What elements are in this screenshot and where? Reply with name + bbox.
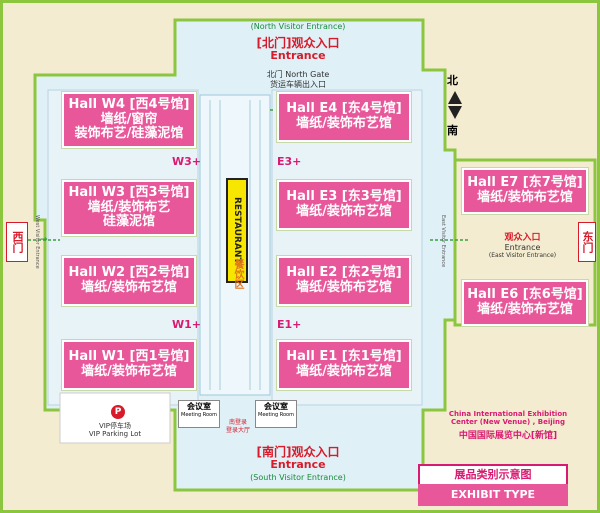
east-entrance-block: 观众入口 Entrance (East Visitor Entrance) <box>475 230 570 259</box>
north-gate-english: (North Visitor Entrance) <box>250 22 346 31</box>
west-gate[interactable]: 西门 <box>6 222 28 262</box>
meeting-room-west-en: Meeting Room <box>181 412 217 418</box>
meeting-room-east-en: Meeting Room <box>258 412 294 418</box>
restaurant-label: RESTAURANT <box>232 197 242 264</box>
parking-label-en: VIP Parking Lot <box>88 430 142 438</box>
east-entrance-label: Entrance <box>504 243 541 252</box>
venue-en-2: Center (New Venue) , Beijing <box>450 418 566 426</box>
hall-w1-type-1: 墙纸/装饰布艺馆 <box>81 364 177 379</box>
hall-e1-name: Hall E1 [东1号馆] <box>286 349 402 365</box>
south-hall-en: 登录大厅 <box>225 427 250 434</box>
legend-title-en: EXHIBIT TYPE <box>418 484 568 506</box>
south-gate-entrance: Entrance <box>270 458 326 471</box>
hall-w2-type-1: 墙纸/装饰布艺馆 <box>81 280 177 295</box>
south-gate-chinese: [南门]观众入口 <box>256 445 340 459</box>
hall-w4-type-2: 装饰布艺/硅藻泥馆 <box>74 126 184 142</box>
hall-e3-type-1: 墙纸/装饰布艺馆 <box>296 204 392 219</box>
east-entrance-cn: 观众入口 <box>504 233 541 243</box>
east-entrance-en: (East Visitor Entrance) <box>488 252 557 259</box>
hall-w1[interactable]: Hall W1 [西1号馆] 墙纸/装饰布艺馆 <box>62 340 196 390</box>
hall-e4[interactable]: Hall E4 [东4号馆] 墙纸/装饰布艺馆 <box>277 92 411 142</box>
hall-e4-type-1: 墙纸/装饰布艺馆 <box>296 116 392 131</box>
hall-w3-name: Hall W3 [西3号馆] <box>68 184 190 200</box>
hall-w2-name: Hall W2 [西2号馆] <box>68 265 190 281</box>
hall-e2-type-1: 墙纸/装饰布艺馆 <box>296 280 392 295</box>
meeting-room-east[interactable]: 会议室 Meeting Room <box>255 400 297 428</box>
legend-title-cn: 展品类别示意图 <box>418 464 568 484</box>
hall-w1-plus[interactable]: W1+ <box>172 318 202 331</box>
hall-w4-type-1: 墙纸/窗帘 <box>100 111 158 127</box>
meeting-room-east-cn: 会议室 <box>264 402 288 411</box>
hall-e7-name: Hall E7 [东7号馆] <box>467 175 583 191</box>
hall-e6-name: Hall E6 [东6号馆] <box>467 287 583 303</box>
venue-cn: 中国国际展览中心[新馆] <box>458 431 558 441</box>
hall-e1[interactable]: Hall E1 [东1号馆] 墙纸/装饰布艺馆 <box>277 340 411 390</box>
venue-en-1: China International Exhibition <box>448 410 568 418</box>
hall-w3-type-1: 墙纸/装饰布艺 <box>87 199 171 215</box>
hall-w4-name: Hall W4 [西4号馆] <box>68 96 190 112</box>
hall-w4[interactable]: Hall W4 [西4号馆] 墙纸/窗帘 装饰布艺/硅藻泥馆 <box>62 92 196 148</box>
hall-w2[interactable]: Hall W2 [西2号馆] 墙纸/装饰布艺馆 <box>62 256 196 306</box>
hall-e3-plus[interactable]: E3+ <box>277 155 302 168</box>
north-freight-label-2: 货运车辆出入口 <box>270 80 326 89</box>
hall-e6[interactable]: Hall E6 [东6号馆] 墙纸/装饰布艺馆 <box>462 280 588 326</box>
restaurant-cn: 餐饮区 <box>232 259 243 289</box>
parking-icon: P <box>111 405 125 419</box>
south-hall-cn: 南登录 <box>228 419 247 426</box>
hall-e3-name: Hall E3 [东3号馆] <box>286 189 402 205</box>
south-gate-english: (South Visitor Entrance) <box>250 473 346 482</box>
hall-e4-name: Hall E4 [东4号馆] <box>286 101 402 117</box>
compass-north: 北 <box>447 74 458 87</box>
meeting-room-west-cn: 会议室 <box>187 402 211 411</box>
hall-w3[interactable]: Hall W3 [西3号馆] 墙纸/装饰布艺 硅藻泥馆 <box>62 180 196 236</box>
north-gate-chinese: [北门]观众入口 <box>256 36 340 50</box>
north-gate-entrance: Entrance <box>270 49 326 62</box>
hall-e2[interactable]: Hall E2 [东2号馆] 墙纸/装饰布艺馆 <box>277 256 411 306</box>
venue-label: China International Exhibition Center (N… <box>428 410 588 441</box>
west-gate-vertical-text: West Visitor Entrance <box>34 215 40 269</box>
hall-w1-name: Hall W1 [西1号馆] <box>68 349 190 365</box>
east-gate[interactable]: 东门 <box>578 222 596 262</box>
hall-e7[interactable]: Hall E7 [东7号馆] 墙纸/装饰布艺馆 <box>462 168 588 214</box>
hall-e2-name: Hall E2 [东2号馆] <box>286 265 402 281</box>
hall-e7-type-1: 墙纸/装饰布艺馆 <box>477 190 573 205</box>
north-freight-label-1: 北门 North Gate <box>266 70 330 79</box>
hall-e1-plus[interactable]: E1+ <box>277 318 302 331</box>
restaurant[interactable]: RESTAURANT <box>226 178 248 283</box>
hall-w3-plus[interactable]: W3+ <box>172 155 202 168</box>
hall-e6-type-1: 墙纸/装饰布艺馆 <box>477 302 573 317</box>
west-entrance-arrow: → <box>40 235 48 245</box>
east-gate-vertical-text: East Visitor Entrance <box>440 215 446 268</box>
parking-label-cn: VIP停车场 <box>98 422 132 430</box>
hall-e1-type-1: 墙纸/装饰布艺馆 <box>296 364 392 379</box>
hall-w3-type-2: 硅藻泥馆 <box>102 214 155 230</box>
compass-south: 南 <box>447 124 458 137</box>
meeting-room-west[interactable]: 会议室 Meeting Room <box>178 400 220 428</box>
hall-e3[interactable]: Hall E3 [东3号馆] 墙纸/装饰布艺馆 <box>277 180 411 230</box>
